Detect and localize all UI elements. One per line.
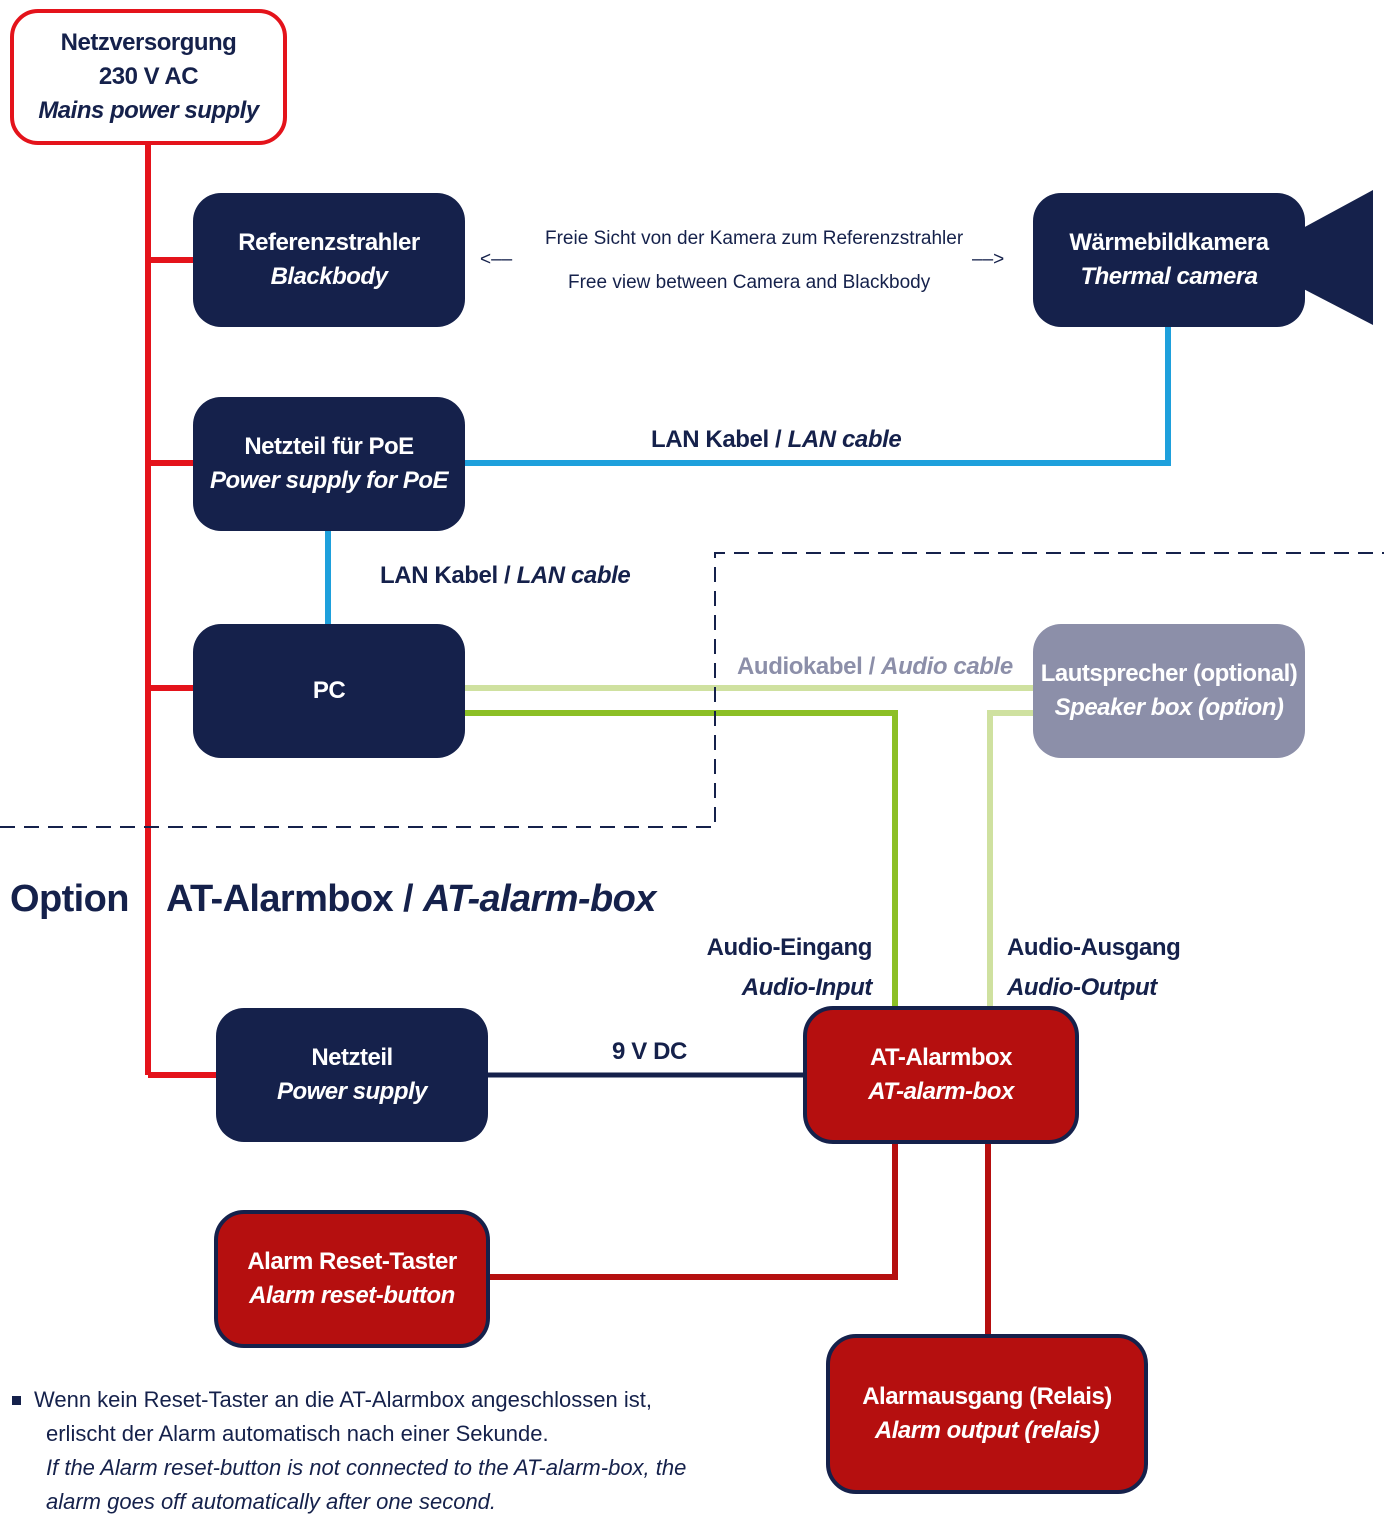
poe-title: Netzteil für PoE	[244, 433, 414, 460]
pc-box: PC	[193, 624, 465, 758]
alarm-lines	[488, 1140, 991, 1337]
audio-output-line	[987, 710, 1033, 1010]
blackbody-title: Referenzstrahler	[238, 229, 420, 256]
camera-title: Wärmebildkamera	[1069, 229, 1269, 256]
poe-subtitle: Power supply for PoE	[209, 467, 449, 494]
bullet-icon	[12, 1396, 21, 1405]
audio-output-en: Audio-Output	[1007, 974, 1157, 1001]
view-note-de: Freie Sicht von der Kamera zum Referenzs…	[545, 228, 964, 249]
note-de-line1: Wenn kein Reset-Taster an die AT-Alarmbo…	[34, 1387, 652, 1412]
option-heading-de: AT-Alarmbox /	[166, 878, 423, 920]
reset-line	[488, 1140, 898, 1280]
audio-output-de: Audio-Ausgang	[1007, 934, 1181, 961]
relay-subtitle: Alarm output (relais)	[874, 1417, 1100, 1444]
camera-subtitle: Thermal camera	[1080, 263, 1258, 290]
lan-cable-de: LAN Kabel /	[380, 562, 517, 589]
speaker-subtitle: Speaker box (option)	[1054, 694, 1284, 721]
lan-line-camera	[465, 325, 1171, 466]
view-arrow-right: ––>	[972, 249, 1005, 270]
note-en-line2: alarm goes off automatically after one s…	[46, 1489, 497, 1514]
power-supply-subtitle: Power supply	[276, 1078, 428, 1105]
alarm-reset-button-box: Alarm Reset-Taster Alarm reset-button	[214, 1210, 490, 1348]
view-arrow-left: <––	[480, 249, 513, 270]
lan-cable-de: LAN Kabel /	[651, 426, 788, 453]
lan-lines	[325, 325, 1171, 625]
mains-voltage: 230 V AC	[98, 63, 199, 90]
audio-cable-en: Audio cable	[881, 653, 1013, 680]
reset-title: Alarm Reset-Taster	[247, 1248, 457, 1275]
mains-subtitle: Mains power supply	[38, 97, 259, 124]
speaker-box: Lautsprecher (optional) Speaker box (opt…	[1033, 624, 1305, 758]
option-heading: AT-Alarmbox / AT-alarm-box	[166, 878, 656, 921]
dc-voltage-label: 9 V DC	[612, 1038, 687, 1065]
camera-lens-icon	[1290, 190, 1373, 325]
option-label: Option	[10, 878, 129, 920]
poe-power-supply-box: Netzteil für PoE Power supply for PoE	[193, 397, 465, 531]
footnote: Wenn kein Reset-Taster an die AT-Alarmbo…	[12, 1383, 772, 1519]
lan-cable-label-left: LAN Kabel / LAN cable	[380, 562, 631, 590]
thermal-camera-box: Wärmebildkamera Thermal camera	[1033, 193, 1305, 327]
power-supply-box: Netzteil Power supply	[216, 1008, 488, 1142]
mains-power-box: Netzversorgung 230 V AC Mains power supp…	[10, 9, 287, 145]
audio-cable-label: Audiokabel / Audio cable	[737, 653, 1013, 681]
alarmbox-subtitle: AT-alarm-box	[868, 1078, 1014, 1105]
audio-input-en: Audio-Input	[741, 974, 873, 1001]
pc-label: PC	[312, 677, 346, 704]
audio-cable-de: Audiokabel /	[737, 653, 882, 680]
view-note-en: Free view between Camera and Blackbody	[568, 272, 931, 293]
audio-output-label: Audio-Ausgang Audio-Output	[1007, 928, 1181, 1008]
audio-input-label: Audio-Eingang Audio-Input	[560, 928, 873, 1008]
blackbody-subtitle: Blackbody	[270, 263, 388, 290]
speaker-title: Lautsprecher (optional)	[1040, 660, 1298, 687]
note-de-line2: erlischt der Alarm automatisch nach eine…	[46, 1421, 549, 1446]
lan-cable-en: LAN cable	[516, 562, 631, 589]
audio-lines	[465, 685, 1033, 1010]
lan-cable-en: LAN cable	[787, 426, 902, 453]
option-heading-en: AT-alarm-box	[422, 878, 656, 920]
audio-input-de: Audio-Eingang	[706, 934, 873, 961]
alarmbox-title: AT-Alarmbox	[869, 1044, 1013, 1071]
note-en-line1: If the Alarm reset-button is not connect…	[46, 1455, 687, 1480]
relay-title: Alarmausgang (Relais)	[862, 1383, 1112, 1410]
alarmbox-box: AT-Alarmbox AT-alarm-box	[803, 1006, 1079, 1144]
blackbody-box: Referenzstrahler Blackbody	[193, 193, 465, 327]
alarm-output-box: Alarmausgang (Relais) Alarm output (rela…	[826, 1334, 1148, 1494]
mains-title: Netzversorgung	[60, 29, 237, 56]
reset-subtitle: Alarm reset-button	[249, 1282, 455, 1309]
power-supply-title: Netzteil	[311, 1044, 393, 1071]
power-lines	[145, 145, 218, 1078]
lan-cable-label-top: LAN Kabel / LAN cable	[651, 426, 902, 454]
audio-input-line	[465, 710, 898, 1010]
option-boundary	[0, 552, 1384, 828]
